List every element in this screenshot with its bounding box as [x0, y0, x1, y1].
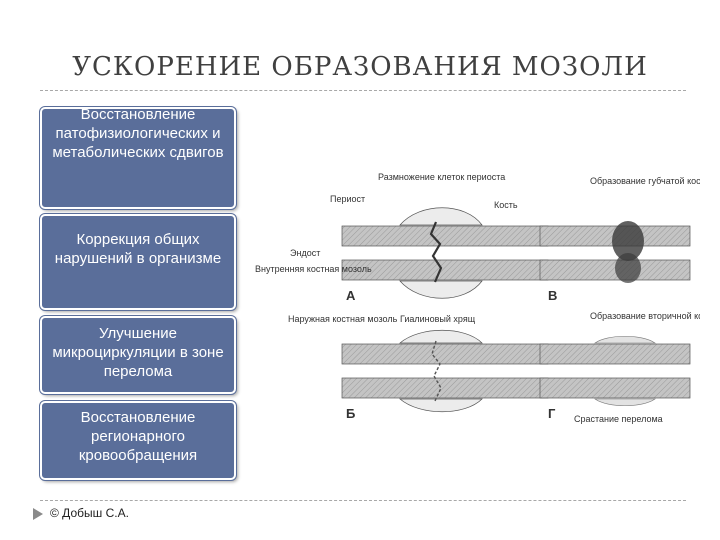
external-callus-lower: [399, 398, 483, 413]
panel-g: Образование вторичной кости Срастание пе…: [539, 311, 700, 424]
footer-divider: [40, 500, 686, 501]
bone-cortex-upper: [341, 343, 549, 365]
callout-general-correction: Коррекция общих нарушений в организме: [40, 214, 236, 310]
panel-letter-g: Г: [548, 406, 556, 421]
label-external-callus: Наружная костная мозоль: [288, 314, 398, 324]
bone-cortex-upper: [341, 225, 549, 247]
callout-microcirculation: Улучшение микроциркуляции в зоне перелом…: [40, 316, 236, 394]
label-periosteum: Периост: [330, 194, 365, 204]
fracture-healing-diagram: Периост Размножение клеток периоста Кост…: [255, 172, 700, 424]
periosteal-callus-lower: [399, 280, 483, 299]
external-callus-upper: [399, 329, 483, 344]
bone-cortex-lower: [341, 259, 549, 281]
panel-letter-v: В: [548, 288, 557, 303]
secondary-bone-upper: [594, 336, 656, 344]
label-spongy-bone-formation: Образование губчатой кости: [590, 176, 700, 186]
callout-text: Улучшение микроциркуляции в зоне перелом…: [52, 325, 224, 380]
panel-letter-b: Б: [346, 406, 355, 421]
footer-bullet-icon: [33, 508, 43, 520]
label-internal-callus: Внутренняя костная мозоль: [255, 264, 372, 274]
bone-cortex-lower: [539, 377, 691, 399]
periosteal-callus-upper: [399, 207, 483, 226]
label-fracture-union: Срастание перелома: [574, 414, 663, 424]
callout-text: Восстановление регионарного кровообращен…: [78, 409, 198, 464]
callout-text: Коррекция общих нарушений в организме: [54, 231, 222, 267]
panel-b: Наружная костная мозоль Гиалиновый хрящ …: [288, 314, 549, 421]
fracture-line: [429, 221, 443, 283]
callout-text: Восстановление патофизиологических и мет…: [52, 107, 224, 161]
bone-cortex-lower: [539, 259, 691, 281]
label-bone: Кость: [494, 200, 518, 210]
label-secondary-bone: Образование вторичной кости: [590, 311, 700, 321]
panel-letter-a: А: [346, 288, 356, 303]
spongy-bone-mass: [615, 253, 641, 283]
callout-metabolic-restoration: Восстановление патофизиологических и мет…: [40, 107, 236, 209]
title-divider: [40, 90, 686, 91]
secondary-bone-lower: [594, 398, 656, 406]
slide-title: УСКОРЕНИЕ ОБРАЗОВАНИЯ МОЗОЛИ: [72, 52, 648, 82]
panel-v: Образование губчатой кости В: [539, 176, 700, 303]
bone-cortex-upper: [539, 343, 691, 365]
spongy-bone-mass: [612, 221, 644, 261]
footer-copyright: © Добыш С.А.: [50, 506, 129, 520]
hyaline-cartilage-line: [431, 340, 442, 402]
label-hyaline-cartilage: Гиалиновый хрящ: [400, 314, 476, 324]
callout-regional-bloodflow: Восстановление регионарного кровообращен…: [40, 401, 236, 480]
label-endosteum: Эндост: [290, 248, 320, 258]
bone-cortex-lower: [341, 377, 549, 399]
label-periosteal-proliferation: Размножение клеток периоста: [378, 172, 505, 182]
panel-a: Периост Размножение клеток периоста Кост…: [255, 172, 549, 303]
